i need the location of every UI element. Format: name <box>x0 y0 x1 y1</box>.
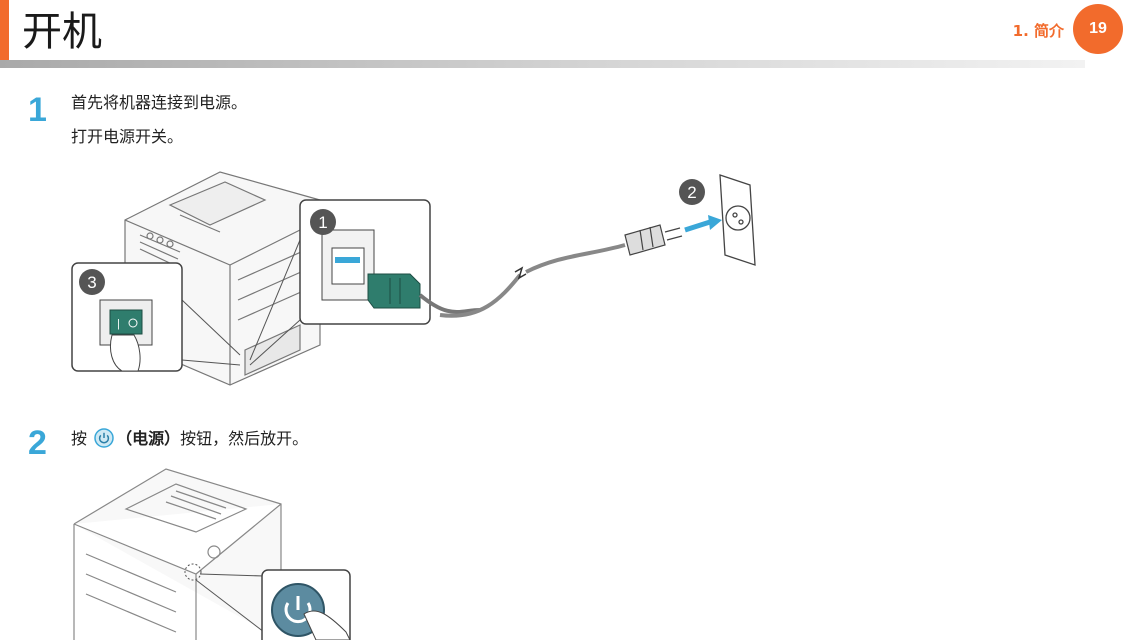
page-title: 开机 <box>22 9 102 55</box>
step-1-line-1: 首先将机器连接到电源。 <box>71 93 248 112</box>
inset-power-inlet <box>299 199 481 325</box>
callout-1-label: 1 <box>318 213 327 232</box>
power-icon <box>94 428 114 448</box>
step-2-suffix: 按钮，然后放开。 <box>180 429 309 448</box>
callout-1: 1 <box>310 209 336 235</box>
header-accent-bar <box>0 0 9 62</box>
wall-socket-drawing <box>719 174 756 266</box>
callout-3: 3 <box>79 269 105 295</box>
step-2-prefix: 按 <box>71 429 88 448</box>
power-button-label: （电源） <box>116 429 181 448</box>
callout-2: 2 <box>679 179 705 205</box>
header-divider <box>0 60 1085 68</box>
power-button-illustration <box>73 468 351 640</box>
power-connection-illustration: | 1 2 3 <box>71 171 756 386</box>
callout-2-label: 2 <box>687 183 696 202</box>
page-number-badge: 19 <box>1073 4 1123 54</box>
step-1-line-2: 打开电源开关。 <box>71 127 184 146</box>
callout-3-label: 3 <box>87 273 96 292</box>
wall-plug-drawing <box>624 224 683 256</box>
step-2-text: 按 （电源）按钮，然后放开。 <box>71 428 308 449</box>
step-1-number: 1 <box>28 91 47 129</box>
svg-text:|: | <box>117 318 120 330</box>
chapter-label: 1. 简介 <box>1012 22 1064 40</box>
step-2-number: 2 <box>28 424 47 462</box>
